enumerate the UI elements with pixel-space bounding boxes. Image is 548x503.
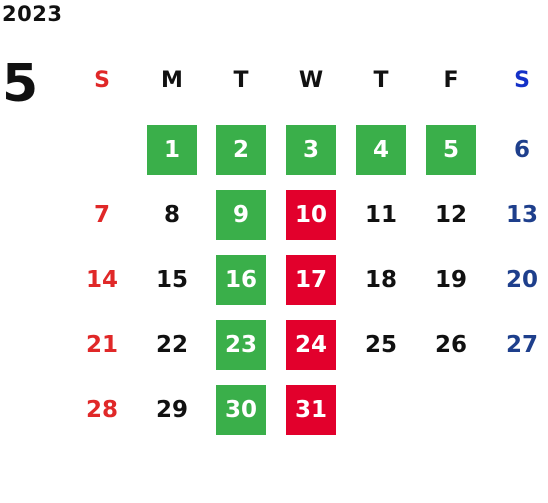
calendar-day-4[interactable]: 4 <box>356 125 406 175</box>
calendar-day-29[interactable]: 29 <box>155 397 188 423</box>
weekday-header-friday: F <box>443 68 459 93</box>
calendar-day-31[interactable]: 31 <box>286 385 336 435</box>
calendar-day-28[interactable]: 28 <box>85 397 118 423</box>
calendar-day-15[interactable]: 15 <box>155 267 188 293</box>
calendar-day-12[interactable]: 12 <box>434 202 467 228</box>
calendar-day-18[interactable]: 18 <box>364 267 397 293</box>
calendar-year: 2023 <box>2 2 63 26</box>
calendar-day-7[interactable]: 7 <box>93 202 110 228</box>
calendar-day-13[interactable]: 13 <box>505 202 538 228</box>
calendar-day-24[interactable]: 24 <box>286 320 336 370</box>
weekday-header-monday: M <box>161 68 183 93</box>
calendar-day-14[interactable]: 14 <box>85 267 118 293</box>
calendar-day-23[interactable]: 23 <box>216 320 266 370</box>
calendar-day-9[interactable]: 9 <box>216 190 266 240</box>
calendar-day-20[interactable]: 20 <box>505 267 538 293</box>
calendar-day-6[interactable]: 6 <box>513 137 530 163</box>
calendar-day-2[interactable]: 2 <box>216 125 266 175</box>
calendar-day-17[interactable]: 17 <box>286 255 336 305</box>
calendar-month-number: 5 <box>2 54 39 114</box>
weekday-header-wednesday: W <box>298 68 324 93</box>
calendar-day-3[interactable]: 3 <box>286 125 336 175</box>
calendar-day-25[interactable]: 25 <box>364 332 397 358</box>
calendar-day-10[interactable]: 10 <box>286 190 336 240</box>
calendar-day-21[interactable]: 21 <box>85 332 118 358</box>
calendar-day-1[interactable]: 1 <box>147 125 197 175</box>
calendar-day-5[interactable]: 5 <box>426 125 476 175</box>
calendar-day-27[interactable]: 27 <box>505 332 538 358</box>
calendar-day-30[interactable]: 30 <box>216 385 266 435</box>
calendar-day-8[interactable]: 8 <box>163 202 180 228</box>
calendar-day-11[interactable]: 11 <box>364 202 397 228</box>
weekday-header-tuesday: T <box>233 68 249 93</box>
calendar-day-19[interactable]: 19 <box>434 267 467 293</box>
weekday-header-thursday: T <box>373 68 389 93</box>
calendar-day-16[interactable]: 16 <box>216 255 266 305</box>
calendar-day-26[interactable]: 26 <box>434 332 467 358</box>
weekday-header-sunday: S <box>94 68 110 93</box>
calendar-day-22[interactable]: 22 <box>155 332 188 358</box>
weekday-header-saturday: S <box>514 68 530 93</box>
